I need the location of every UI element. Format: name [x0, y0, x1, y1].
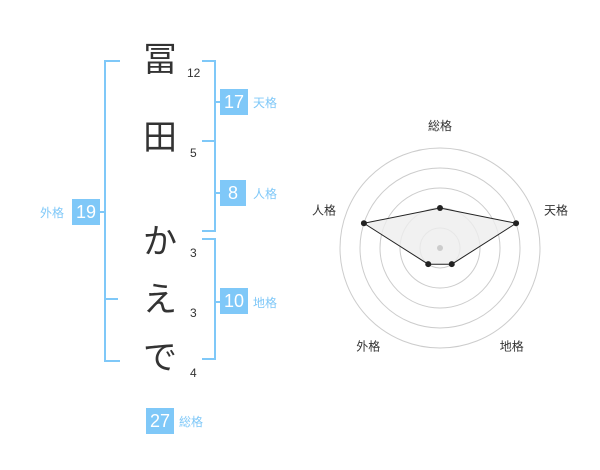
chikaku-label: 地格 [253, 296, 278, 310]
radar-series-polygon [362, 207, 518, 265]
radar-point-5 [360, 220, 367, 227]
radar-axis-label-1: 総格 [428, 118, 452, 133]
name-char-3: か [143, 222, 177, 262]
chikaku-bracket [202, 238, 216, 360]
name-char-2: 田 [143, 118, 177, 158]
radar-ring-4 [359, 167, 521, 329]
tenkaku-label: 天格 [253, 96, 278, 110]
stroke-count-2: 5 [190, 146, 197, 160]
jinkaku-bracket [202, 138, 216, 232]
gaikaku-bracket-connector [98, 211, 106, 213]
stroke-count-1: 12 [187, 66, 201, 80]
soukaku-label: 総格 [179, 415, 204, 429]
jinkaku-bracket-connector [214, 192, 220, 194]
radar-axis-label-2: 天格 [544, 202, 568, 217]
soukaku-value-box: 27 [146, 408, 174, 434]
chikaku-value-box: 10 [220, 288, 248, 314]
stroke-count-5: 4 [190, 366, 197, 380]
radar-axis-label-3: 地格 [500, 339, 524, 354]
name-char-4: え [143, 280, 177, 320]
chikaku-bracket-connector [214, 301, 220, 303]
radar-ring-5 [339, 147, 541, 349]
radar-point-1 [437, 205, 443, 211]
radar-point-2 [513, 220, 520, 227]
jinkaku-value-box: 8 [220, 180, 246, 206]
name-char-5: で [143, 338, 177, 378]
radar-axis-label-5: 人格 [312, 202, 336, 217]
gaikaku-label: 外格 [40, 206, 65, 220]
stroke-count-3: 3 [190, 246, 197, 260]
stroke-count-4: 3 [190, 306, 197, 320]
radar-point-3 [448, 261, 455, 268]
radar-axis-label-4: 外格 [356, 339, 380, 354]
jinkaku-label: 人格 [253, 187, 278, 201]
tenkaku-bracket-connector [214, 101, 220, 103]
radar-point-4 [425, 261, 432, 268]
radar-ring-3 [379, 187, 501, 309]
radar-center-point [437, 245, 443, 251]
name-char-1: 冨 [143, 40, 177, 80]
gaikaku-bracket-mid [104, 298, 118, 300]
gaikaku-value-box: 19 [72, 199, 100, 225]
tenkaku-value-box: 17 [220, 89, 248, 115]
